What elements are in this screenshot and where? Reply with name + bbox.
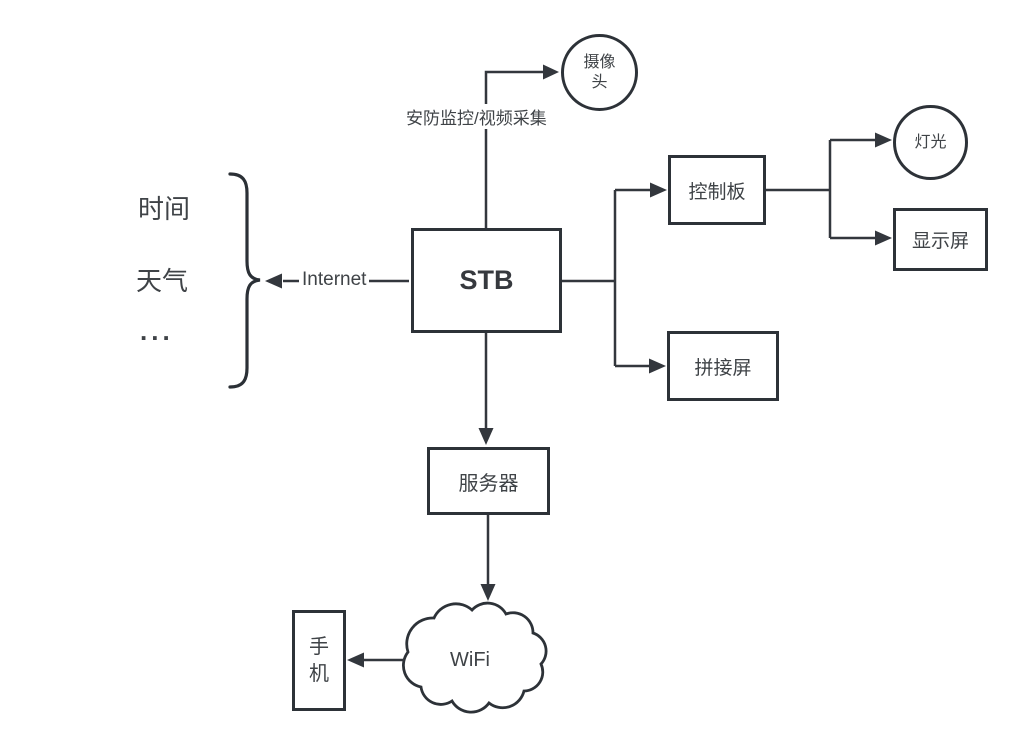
phone-label-line2: 机	[309, 662, 329, 685]
node-server: 服务器	[427, 447, 550, 515]
phone-label-line1: 手	[309, 635, 329, 658]
arrowhead-internet	[265, 273, 282, 289]
label-time: 时间	[138, 194, 191, 224]
node-phone: 手 机	[292, 610, 346, 711]
node-light: 灯光	[893, 105, 968, 180]
arrowhead-wificloud	[480, 584, 496, 601]
label-camera-link: 安防监控/视频采集	[403, 104, 550, 129]
camera-label: 摄像 头	[583, 53, 616, 91]
arrowhead-camera	[543, 64, 559, 80]
wifi-label: WiFi	[450, 649, 490, 671]
arrowhead-phone	[347, 652, 364, 668]
label-internet: Internet	[299, 269, 370, 291]
wifi-cloud-shape	[402, 601, 548, 714]
left-brace	[228, 172, 261, 389]
edge-stb-right-branch	[561, 188, 650, 368]
label-weather: 天气	[136, 266, 189, 296]
arrowhead-light	[875, 132, 892, 148]
edge-controlboard-branch	[765, 138, 875, 240]
arrowheads	[265, 64, 892, 668]
node-camera: 摄像 头	[561, 34, 638, 111]
arrowhead-displayscreen	[875, 230, 892, 246]
arrowhead-splicingscreen	[649, 358, 666, 374]
edge-stb-camera	[484, 70, 544, 228]
node-splicing-screen: 拼接屏	[667, 331, 779, 401]
label-ellipsis: ...	[140, 316, 174, 346]
node-stb: STB	[411, 228, 562, 333]
arrowhead-server	[478, 428, 494, 445]
arrowhead-controlboard	[650, 182, 667, 198]
node-control-board: 控制板	[668, 155, 766, 225]
node-display-screen: 显示屏	[893, 208, 988, 271]
